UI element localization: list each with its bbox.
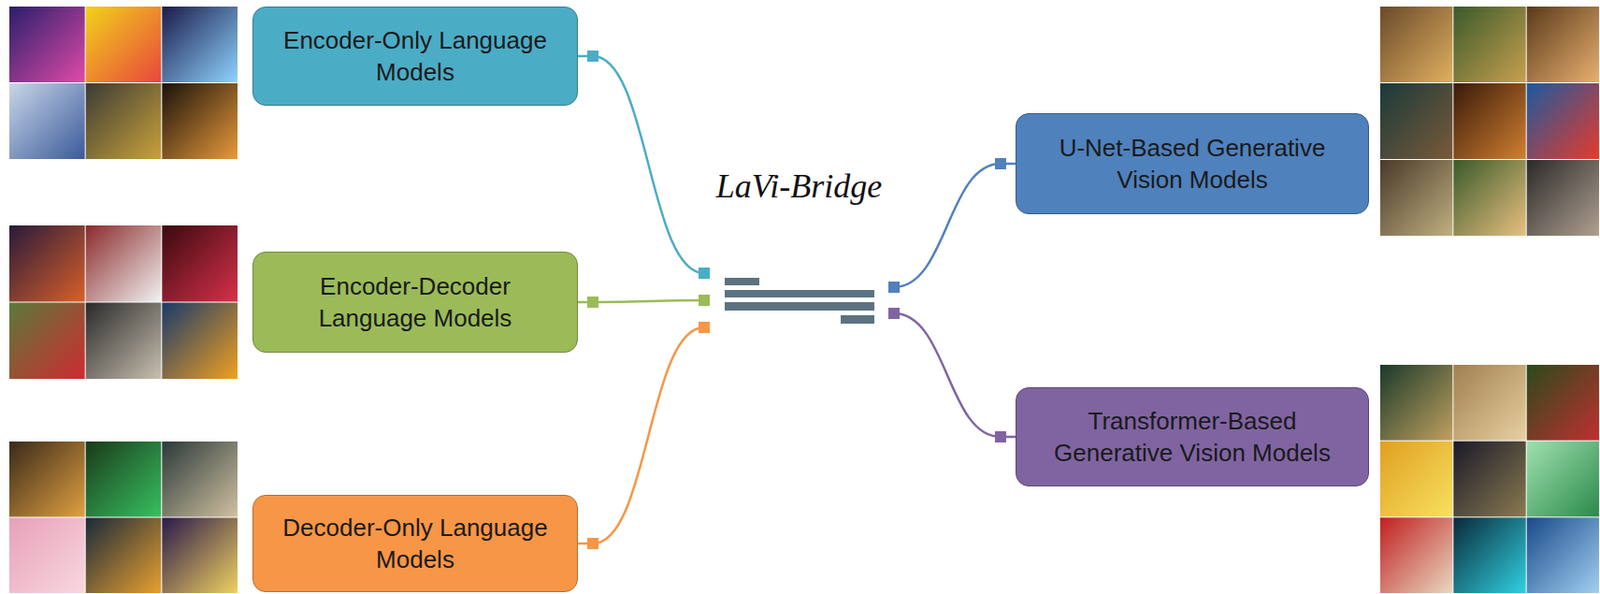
thumbnail-image [86, 518, 162, 594]
thumbnail-image [9, 225, 86, 303]
thumbnail-image [1453, 441, 1526, 518]
thumbnail-image [1453, 159, 1526, 236]
bridge-block: LaVi-Bridge [704, 158, 894, 328]
thumbnail-image [86, 302, 162, 380]
model-box: Transformer-Based Generative Vision Mode… [1015, 387, 1370, 487]
bridge-bar [724, 289, 875, 298]
model-box: Encoder-Only Language Models [252, 6, 578, 106]
box-label: U-Net-Based Generative Vision Models [1016, 131, 1369, 196]
thumbnail-image [9, 83, 86, 159]
port-square [587, 296, 599, 308]
connector [888, 307, 1016, 443]
thumbnail-image [161, 518, 238, 594]
box-label: Encoder-Decoder Language Models [253, 270, 577, 334]
thumbnail-image [1527, 159, 1600, 236]
thumbnail-image [161, 6, 238, 83]
connector-line [577, 56, 705, 274]
port-square [698, 294, 710, 306]
model-box: Encoder-Decoder Language Models [252, 251, 578, 353]
thumbnail-image [9, 518, 86, 594]
model-box: U-Net-Based Generative Vision Models [1015, 113, 1370, 215]
thumbnail-image [9, 6, 86, 83]
thumbnail-image [1527, 83, 1600, 159]
port-square [698, 267, 710, 279]
thumbnail-image [1380, 441, 1453, 518]
port-square [587, 50, 599, 62]
thumbnail-image [1380, 517, 1453, 593]
thumbnail-image [1453, 364, 1526, 441]
connector [577, 50, 710, 279]
thumbnail-image [161, 441, 238, 518]
connector-line [893, 163, 1016, 288]
thumbnail-image [1453, 6, 1526, 83]
thumbnail-image [1380, 6, 1453, 83]
thumbnail-image [1527, 517, 1600, 593]
thumbnail-image [1527, 441, 1600, 518]
bridge-bar [724, 302, 875, 311]
port-square [587, 537, 599, 549]
thumbnail-image [9, 302, 86, 380]
port-square [888, 307, 900, 319]
thumbnail-image [1453, 517, 1526, 593]
port-square [698, 321, 710, 333]
port-square [994, 431, 1007, 443]
thumbnail-image [1380, 83, 1453, 159]
thumbnail-image [1527, 364, 1600, 441]
connector [888, 158, 1016, 293]
port-square [994, 158, 1007, 170]
thumbnail-image [86, 83, 162, 159]
bridge-bar [840, 315, 875, 324]
thumbnail-image [86, 441, 162, 518]
thumbnail-image [9, 441, 86, 518]
box-label: Encoder-Only Language Models [253, 24, 577, 88]
connector [577, 321, 710, 549]
thumbnail-image [86, 225, 162, 303]
box-label: Transformer-Based Generative Vision Mode… [1016, 404, 1369, 469]
connector-line [893, 313, 1016, 437]
port-square [888, 281, 900, 293]
thumbnail-image [1453, 83, 1526, 159]
thumbnail-image [86, 6, 162, 83]
bridge-bar [724, 277, 760, 286]
bridge-title: LaVi-Bridge [704, 166, 894, 206]
thumbnail-image [1380, 159, 1453, 236]
connector [577, 294, 710, 308]
thumbnail-image [161, 83, 238, 159]
thumbnail-image [161, 302, 238, 380]
thumbnail-image [1380, 364, 1453, 441]
thumbnail-image [161, 225, 238, 303]
box-label: Decoder-Only Language Models [253, 511, 577, 576]
model-box: Decoder-Only Language Models [252, 494, 578, 592]
connector-line [577, 327, 705, 544]
thumbnail-image [1527, 6, 1600, 83]
